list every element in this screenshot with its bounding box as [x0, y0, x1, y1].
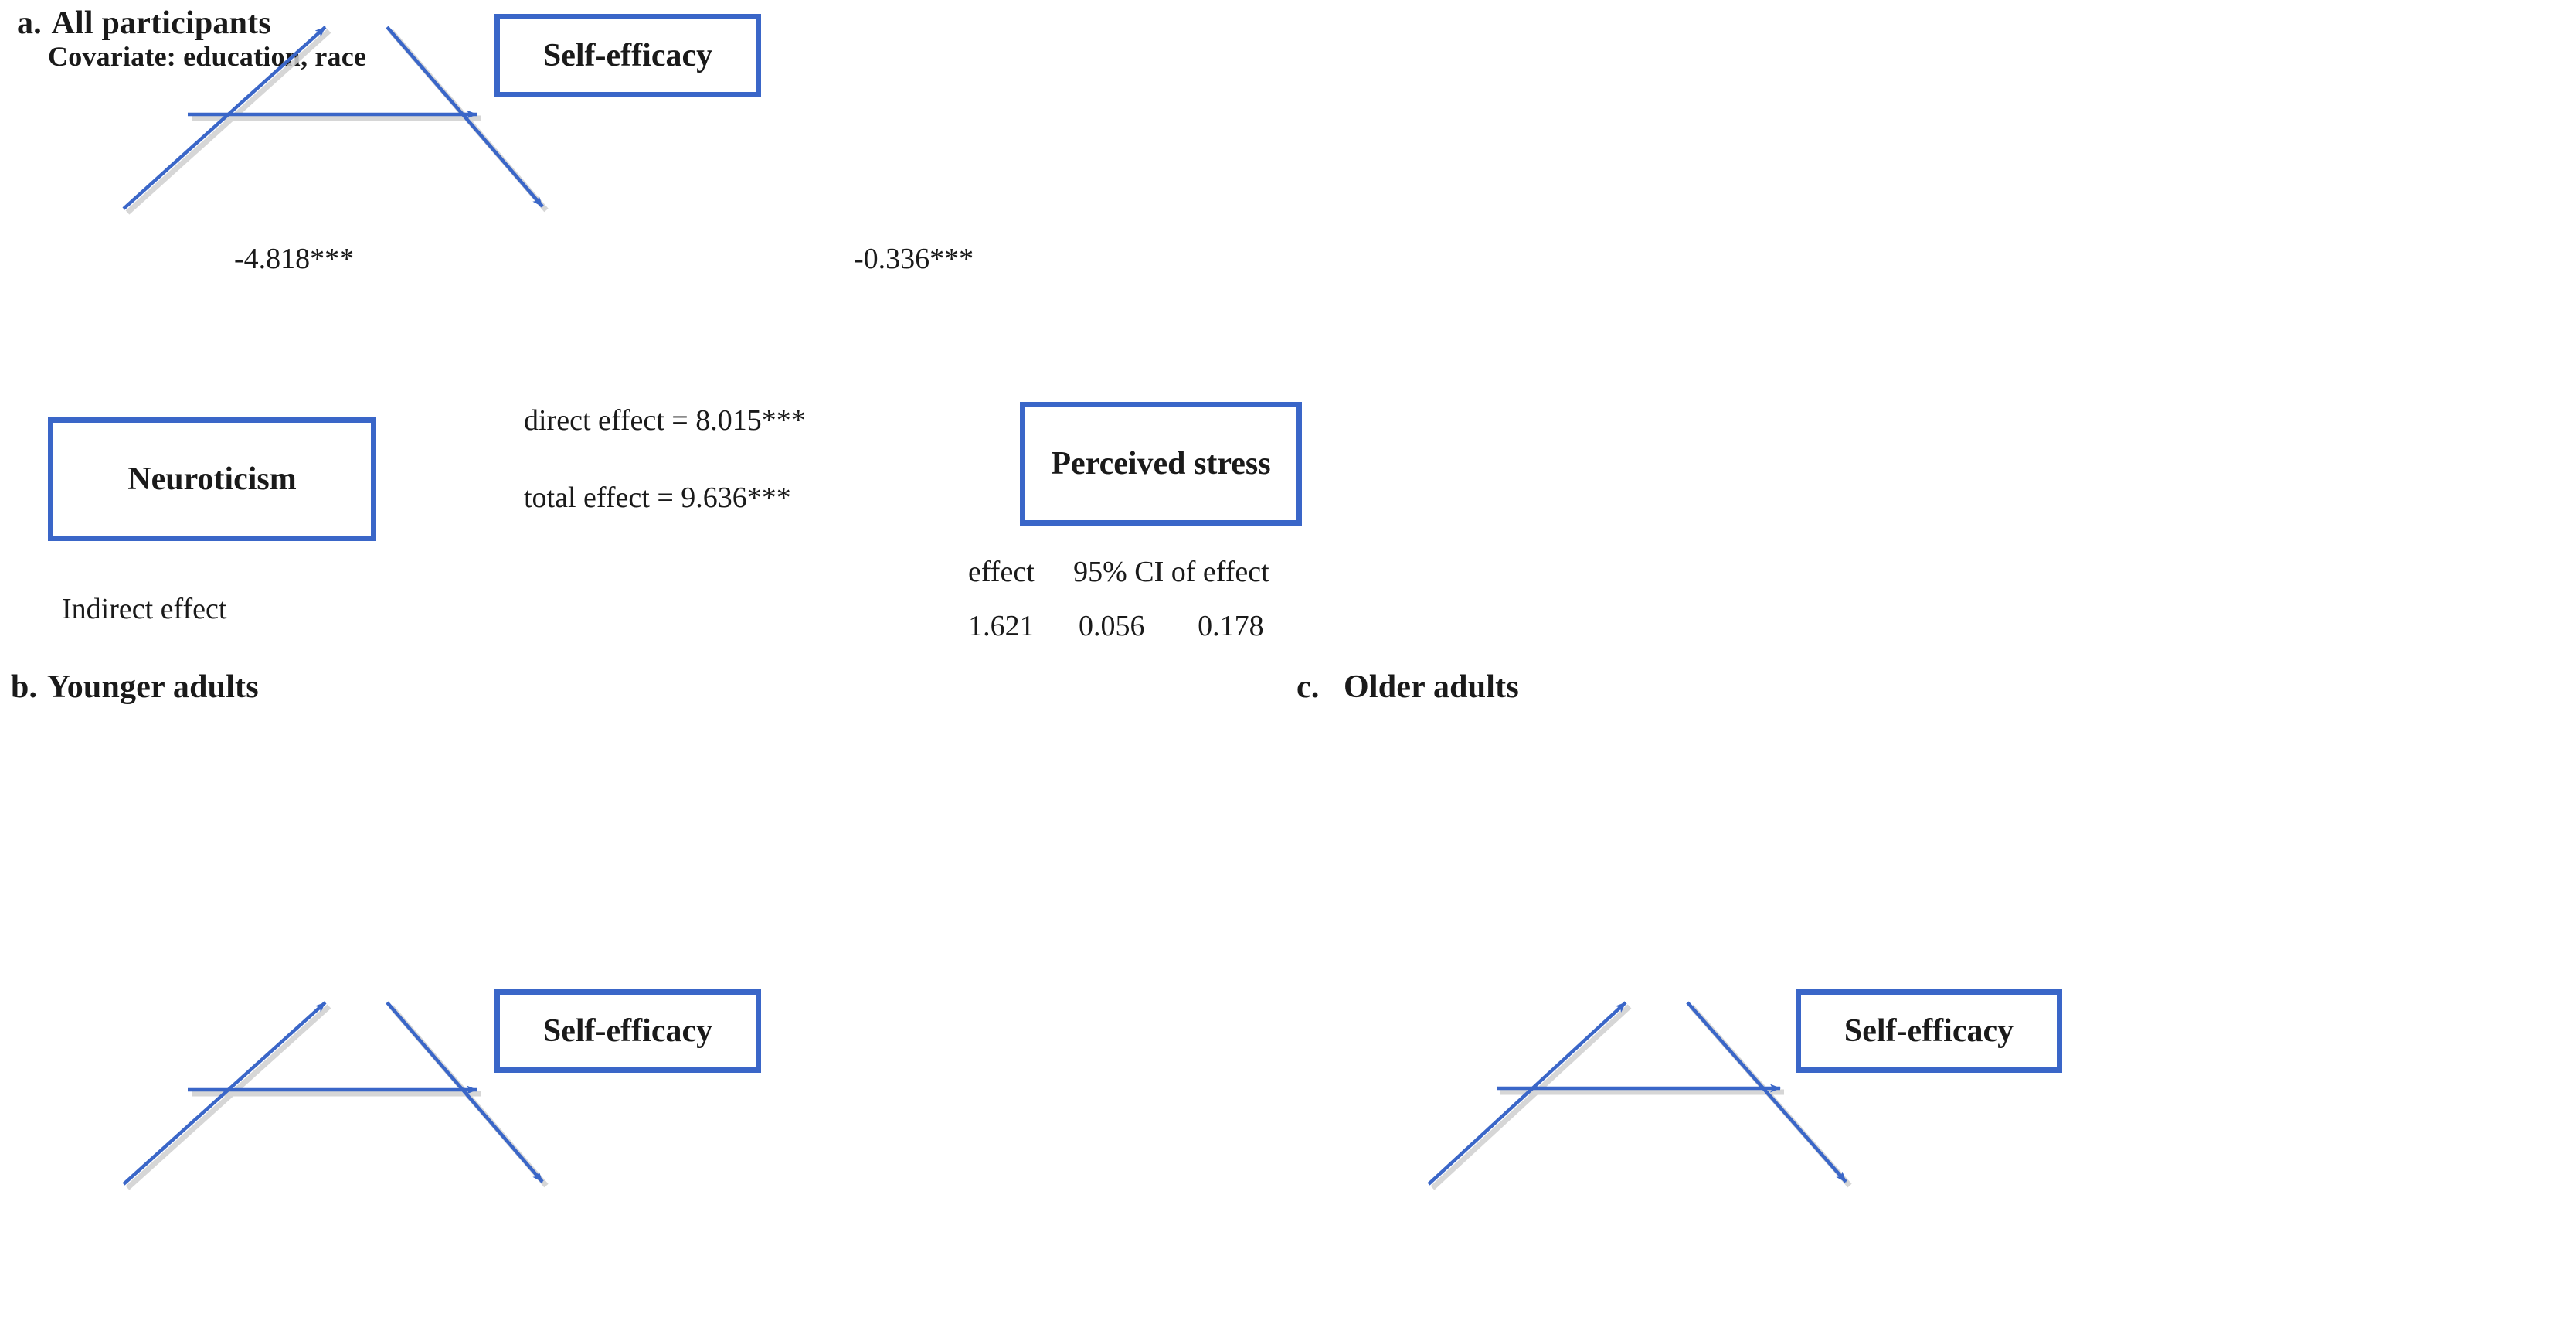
- indirect-effect-header-ci: 95% CI of effect: [1073, 556, 1269, 588]
- panel-a-all-participants: a.All participants Covariate: education,…: [0, 0, 1302, 653]
- indirect-effect-ci-low: 0.056: [1079, 610, 1145, 642]
- arrow-b-path: [1686, 1001, 1847, 1183]
- panel-a-arrows: [122, 26, 549, 215]
- panel-b-letter: b.: [11, 669, 38, 705]
- panel-b-title: Younger adults: [46, 669, 259, 705]
- node-neuroticism-label: Neuroticism: [127, 461, 297, 497]
- node-self-efficacy[interactable]: Self-efficacy: [494, 14, 761, 97]
- panel-a-letter: a.: [17, 5, 42, 41]
- panel-c-older-adults: c.Older adults Self-efficacy Neuroticism: [1286, 653, 2576, 1324]
- node-self-efficacy-label: Self-efficacy: [1844, 1013, 2014, 1049]
- coef-total-effect: total effect = 9.636***: [519, 481, 796, 515]
- node-self-efficacy[interactable]: Self-efficacy: [494, 989, 761, 1073]
- arrow-a-path: [122, 1001, 327, 1186]
- coef-a-path: -4.818***: [234, 243, 355, 275]
- node-self-efficacy-label: Self-efficacy: [542, 1013, 713, 1049]
- panel-c-letter: c.: [1296, 669, 1320, 705]
- node-perceived-stress-label: Perceived stress: [1051, 446, 1271, 482]
- arrow-b-path: [386, 1001, 544, 1183]
- panel-b-arrows: [122, 1001, 549, 1190]
- node-perceived-stress[interactable]: Perceived stress: [1020, 402, 1302, 526]
- arrow-b-path: [386, 26, 544, 208]
- panel-c-label: c. Older adults: [1296, 669, 1519, 706]
- panel-c-arrows: [1427, 1001, 1852, 1190]
- indirect-effect-header-effect: effect: [967, 556, 1035, 588]
- arrow-a-path: [122, 26, 327, 210]
- panel-b-younger-adults: b.Younger adults Self-efficacy Neurotici…: [0, 653, 1290, 1324]
- node-self-efficacy-label: Self-efficacy: [542, 38, 713, 73]
- panel-a-title: All participants: [51, 5, 271, 41]
- coef-b-path: -0.336***: [854, 243, 974, 275]
- panel-c-title: Older adults: [1344, 669, 1519, 705]
- coef-direct-effect: direct effect = 8.015***: [519, 403, 811, 437]
- indirect-effect-row-label: Indirect effect: [62, 593, 227, 625]
- panel-b-label: b.Younger adults: [11, 669, 259, 706]
- node-self-efficacy[interactable]: Self-efficacy: [1796, 989, 2062, 1073]
- indirect-effect-value: 1.621: [968, 610, 1035, 642]
- arrow-a-path: [1427, 1001, 1627, 1186]
- indirect-effect-table: effect 95% CI of effect 1.621 0.056 0.17…: [950, 555, 1290, 643]
- indirect-effect-ci-high: 0.178: [1198, 610, 1264, 642]
- node-neuroticism[interactable]: Neuroticism: [48, 417, 376, 541]
- indirect-effect-value-row: 1.621 0.056 0.178: [950, 609, 1290, 643]
- panel-a-label: a.All participants: [17, 5, 271, 42]
- indirect-effect-header-row: effect 95% CI of effect: [950, 555, 1290, 609]
